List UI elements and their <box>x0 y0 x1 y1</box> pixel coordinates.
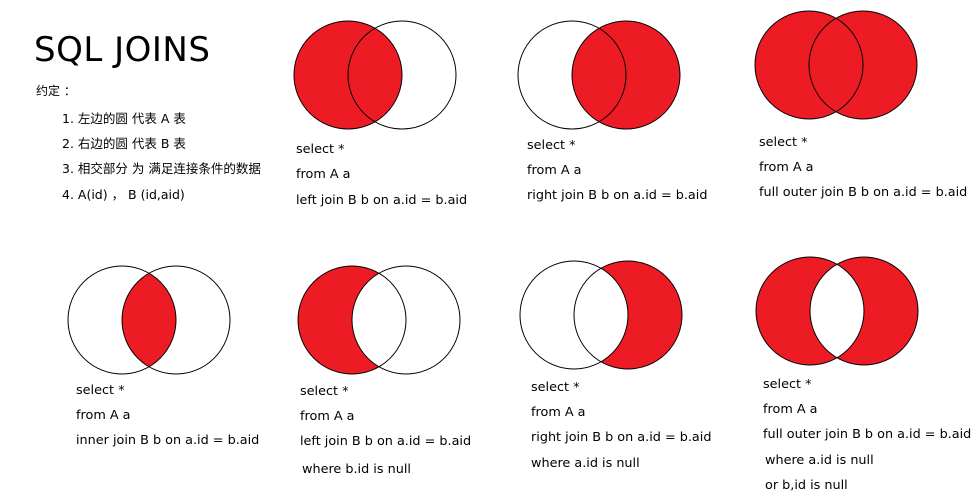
intersection-fill <box>122 273 176 367</box>
sql-line: from A a <box>296 167 351 182</box>
venn-left-join-exclusive <box>297 265 461 375</box>
circle-a-outline <box>517 20 627 130</box>
circle-b-outline <box>809 256 919 366</box>
venn-right-join-exclusive <box>519 260 683 370</box>
convention-rule: 2. 右边的圆 代表 B 表 <box>62 136 186 151</box>
sql-line: select * <box>759 135 808 150</box>
venn-inner-join <box>67 265 231 375</box>
sql-line: select * <box>527 138 576 153</box>
venn-left-join <box>293 20 457 130</box>
circle-b-outline <box>351 265 461 375</box>
sql-line: from A a <box>763 402 818 417</box>
circle-b-outline <box>121 265 231 375</box>
sql-line: from A a <box>527 163 582 178</box>
convention-rule: 4. A(id) ， B (id,aid) <box>62 187 185 202</box>
sql-line: from A a <box>531 405 586 420</box>
circle-a-outline <box>293 20 403 130</box>
sql-line: from A a <box>76 408 131 423</box>
circle-a-outline <box>755 256 865 366</box>
sql-line: where b.id is null <box>302 462 411 477</box>
convention-rule: 3. 相交部分 为 满足连接条件的数据 <box>62 161 261 176</box>
sql-line: select * <box>531 380 580 395</box>
sql-line: right join B b on a.id = b.aid <box>527 188 708 203</box>
circle-a-outline <box>754 10 864 120</box>
venn-full-outer-join-exclusive <box>755 256 919 366</box>
sql-line: where a.id is null <box>765 453 874 468</box>
venn-right-join <box>517 20 681 130</box>
sql-line: full outer join B b on a.id = b.aid <box>759 185 968 200</box>
intersection-blank <box>810 264 864 358</box>
sql-line: left join B b on a.id = b.aid <box>296 193 468 208</box>
circle-a-outline <box>67 265 177 375</box>
circle-b-outline <box>573 260 683 370</box>
conventions-label: 约定 ： <box>36 84 76 98</box>
sql-line: from A a <box>300 409 355 424</box>
convention-rule: 1. 左边的圆 代表 A 表 <box>62 111 186 126</box>
sql-line: where a.id is null <box>531 456 640 471</box>
circle-a-outline <box>519 260 629 370</box>
page-title: SQL JOINS <box>34 30 211 70</box>
circle-b-outline <box>571 20 681 130</box>
sql-line: select * <box>296 142 345 157</box>
sql-line: select * <box>300 384 349 399</box>
sql-line: inner join B b on a.id = b.aid <box>76 433 260 448</box>
sql-line: full outer join B b on a.id = b.aid <box>763 427 972 442</box>
sql-line: from A a <box>759 160 814 175</box>
circle-a-outline <box>297 265 407 375</box>
sql-line: select * <box>763 377 812 392</box>
circle-b-outline <box>347 20 457 130</box>
sql-line: left join B b on a.id = b.aid <box>300 434 472 449</box>
sql-line: right join B b on a.id = b.aid <box>531 430 712 445</box>
sql-line: or b,id is null <box>765 478 848 493</box>
venn-full-outer-join <box>754 10 918 120</box>
circle-b-outline <box>808 10 918 120</box>
sql-line: select * <box>76 383 125 398</box>
